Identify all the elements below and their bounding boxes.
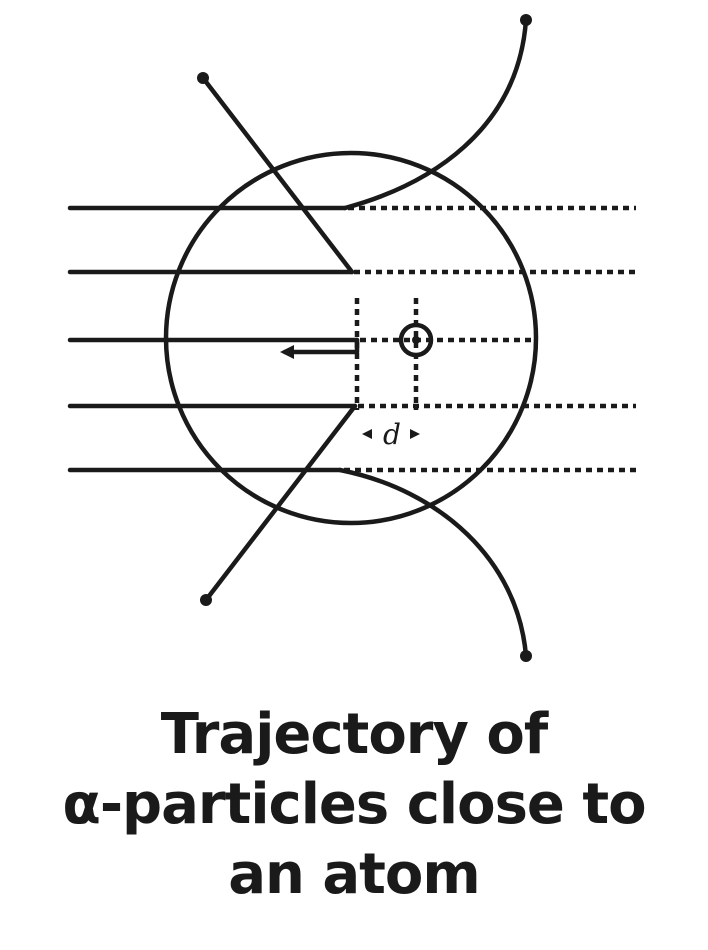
figure-caption: Trajectory of α-particles close to an at…	[0, 700, 708, 910]
caption-line-1: Trajectory of	[160, 702, 549, 767]
track-1-deflected	[342, 17, 529, 211]
track-4-backscattered	[203, 403, 358, 603]
caption-line-3: an atom	[228, 842, 481, 907]
track-5-deflected	[337, 467, 529, 659]
track-2-backscattered	[200, 75, 355, 275]
impact-parameter-label: d	[362, 418, 420, 451]
caption-line-2: α-particles close to	[62, 772, 646, 837]
track-3-arrowhead	[280, 345, 294, 359]
deflected-trajectories	[197, 14, 532, 662]
label-d: d	[383, 418, 401, 451]
dashed-continuations	[344, 205, 636, 473]
nucleus	[398, 322, 434, 358]
alpha-scattering-diagram: d	[67, 14, 636, 662]
incoming-tracks	[67, 205, 360, 473]
track-3-reflected	[282, 337, 360, 355]
